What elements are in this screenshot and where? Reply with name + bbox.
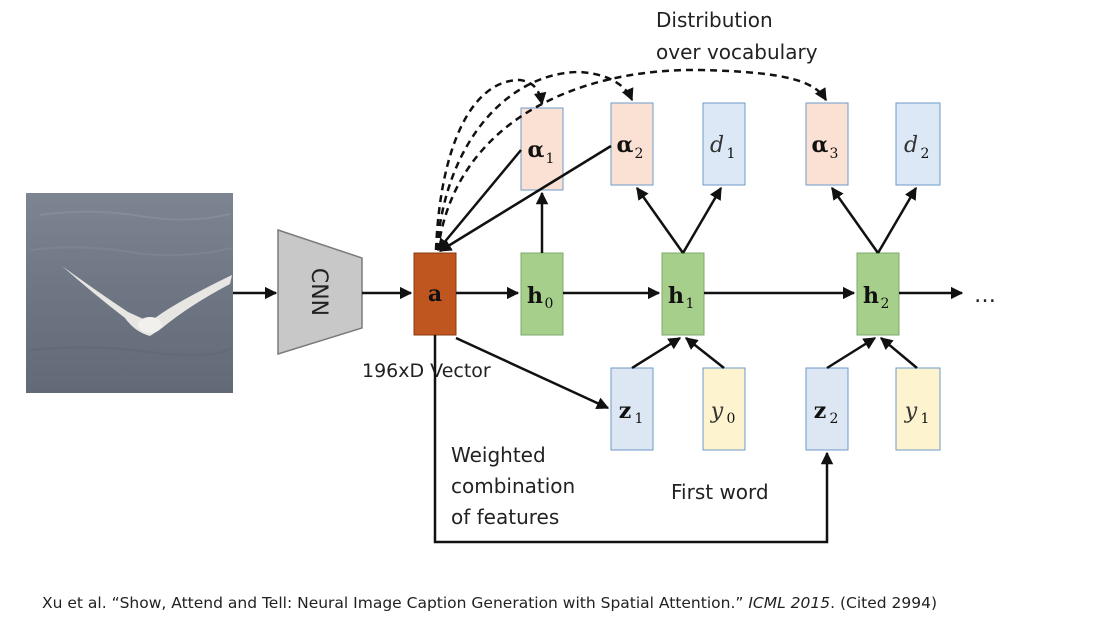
first-word-label: First word bbox=[671, 480, 769, 504]
z1-sub: 1 bbox=[635, 411, 644, 427]
alpha2-sub: 2 bbox=[635, 146, 644, 162]
word-node-y1: y 1 bbox=[895, 367, 941, 451]
weighted-label-line1: Weighted bbox=[451, 443, 546, 467]
hidden-node-h2: h 2 bbox=[856, 252, 900, 336]
h1-sub: 1 bbox=[686, 296, 695, 312]
y0-base: y bbox=[710, 399, 724, 424]
y1-base: y bbox=[904, 399, 918, 424]
z2-sub: 2 bbox=[830, 411, 839, 427]
hidden-node-h0: h 0 bbox=[520, 252, 564, 336]
alpha1-sub: 1 bbox=[546, 151, 555, 167]
h2-base: h bbox=[863, 283, 879, 309]
d2-base: d bbox=[904, 133, 918, 158]
h2-sub: 2 bbox=[881, 296, 890, 312]
arrows bbox=[233, 144, 964, 544]
dashed-attention-arcs bbox=[434, 68, 828, 251]
attention-node-alpha1: α 1 bbox=[520, 107, 564, 191]
weighted-label-line3: of features bbox=[451, 505, 559, 529]
context-node-z2: z 2 bbox=[805, 367, 849, 451]
citation-authors: Xu et al. “Show, Attend and Tell: Neural… bbox=[42, 594, 749, 612]
feature-node-a: a bbox=[413, 252, 457, 336]
d2-sub: 2 bbox=[921, 146, 930, 162]
citation-cited: . (Cited 2994) bbox=[830, 594, 938, 612]
node-a-label: a bbox=[428, 281, 442, 307]
weighted-label-line2: combination bbox=[451, 474, 575, 498]
distribution-label-line2: over vocabulary bbox=[656, 40, 818, 64]
vector-label: 196xD Vector bbox=[362, 360, 491, 382]
y0-sub: 0 bbox=[727, 411, 736, 427]
attention-node-alpha3: α 3 bbox=[805, 102, 849, 186]
input-bird-image bbox=[26, 193, 233, 393]
d1-base: d bbox=[710, 133, 724, 158]
attention-node-alpha2: α 2 bbox=[610, 102, 654, 186]
alpha3-base: α bbox=[812, 132, 829, 158]
context-node-z1: z 1 bbox=[610, 367, 654, 451]
cnn-block: CNN bbox=[277, 228, 363, 356]
output-node-d1: d 1 bbox=[702, 102, 746, 186]
alpha1-base: α bbox=[528, 137, 545, 163]
z2-base: z bbox=[814, 398, 827, 424]
output-node-d2: d 2 bbox=[895, 102, 941, 186]
h0-base: h bbox=[527, 283, 543, 309]
h0-sub: 0 bbox=[545, 296, 554, 312]
z1-base: z bbox=[619, 398, 632, 424]
distribution-label-line1: Distribution bbox=[656, 8, 773, 32]
hidden-node-h1: h 1 bbox=[661, 252, 705, 336]
citation-venue: ICML 2015 bbox=[748, 594, 831, 612]
alpha3-sub: 3 bbox=[830, 146, 839, 162]
ellipsis: … bbox=[974, 283, 996, 308]
y1-sub: 1 bbox=[921, 411, 930, 427]
d1-sub: 1 bbox=[727, 146, 736, 162]
h1-base: h bbox=[668, 283, 684, 309]
cnn-label: CNN bbox=[306, 268, 331, 316]
citation: Xu et al. “Show, Attend and Tell: Neural… bbox=[42, 594, 937, 612]
alpha2-base: α bbox=[617, 132, 634, 158]
word-node-y0: y 0 bbox=[702, 367, 746, 451]
